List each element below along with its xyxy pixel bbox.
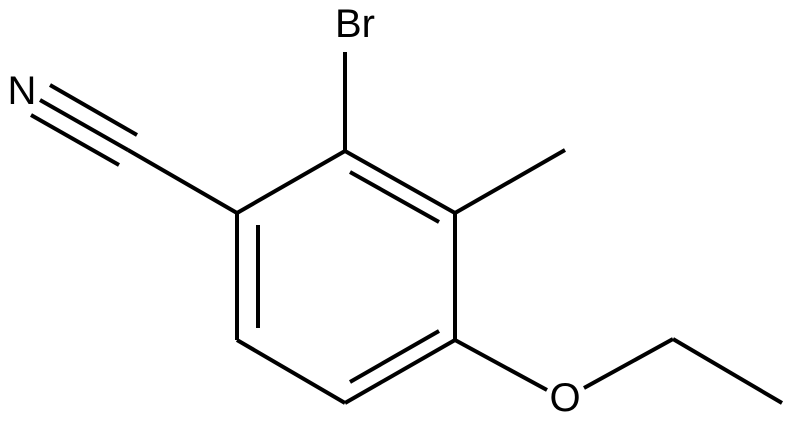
atom-label-oxygen: O <box>549 376 580 420</box>
bond-ethyl-methyl <box>671 337 784 405</box>
atom-label-nitrogen: N <box>8 69 37 113</box>
ring-bond-c5-c6 <box>235 338 347 405</box>
ring-bond-c6-c1 <box>235 213 260 340</box>
ring-bond-c4-c5 <box>344 329 456 405</box>
ring-bond-c1-c2 <box>236 149 346 215</box>
triple-bond-nitrile <box>30 83 138 167</box>
atom-label-bromine: Br <box>335 2 375 46</box>
bond-c4-oxygen <box>454 338 548 392</box>
bond-c3-methyl <box>454 148 566 215</box>
bond-oxygen-ethyl <box>583 337 674 390</box>
bond-c1-nitrile-carbon <box>126 148 239 215</box>
ring-bond-c2-c3 <box>344 149 456 224</box>
